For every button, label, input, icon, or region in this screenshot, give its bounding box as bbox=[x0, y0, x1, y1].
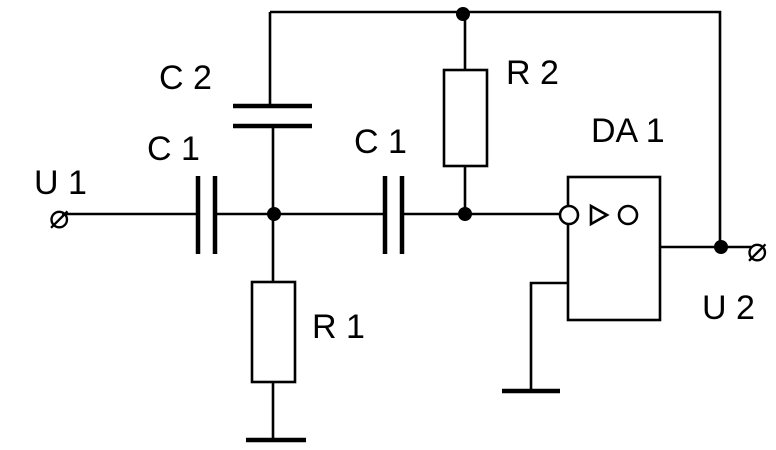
junction-dot-output bbox=[714, 240, 728, 254]
resistor-r1 bbox=[250, 214, 297, 440]
op-amp-da1 bbox=[558, 175, 662, 322]
capacitor-c1-left bbox=[195, 176, 218, 254]
capacitor-c2 bbox=[233, 103, 312, 214]
label-c1-left: C 1 bbox=[147, 130, 200, 168]
label-u2: U 2 bbox=[702, 289, 755, 327]
terminal-u2-symbol: ⌀ bbox=[747, 231, 767, 269]
label-r2: R 2 bbox=[506, 54, 559, 92]
label-r1: R 1 bbox=[312, 308, 365, 346]
label-da1: DA 1 bbox=[591, 112, 665, 150]
op-amp-reference-wire bbox=[502, 281, 568, 394]
junction-dot-r2 bbox=[458, 207, 472, 221]
label-c2: C 2 bbox=[159, 59, 212, 97]
label-c1-right: C 1 bbox=[354, 123, 407, 161]
capacitor-c1-right bbox=[382, 176, 405, 254]
terminal-u1-symbol: ⌀ bbox=[49, 198, 69, 236]
junction-dot-top bbox=[456, 7, 470, 21]
feedback-wire bbox=[268, 10, 722, 247]
label-u1: U 1 bbox=[34, 164, 87, 202]
resistor-r2 bbox=[442, 12, 489, 214]
junction-dot-c2-r1 bbox=[267, 207, 281, 221]
